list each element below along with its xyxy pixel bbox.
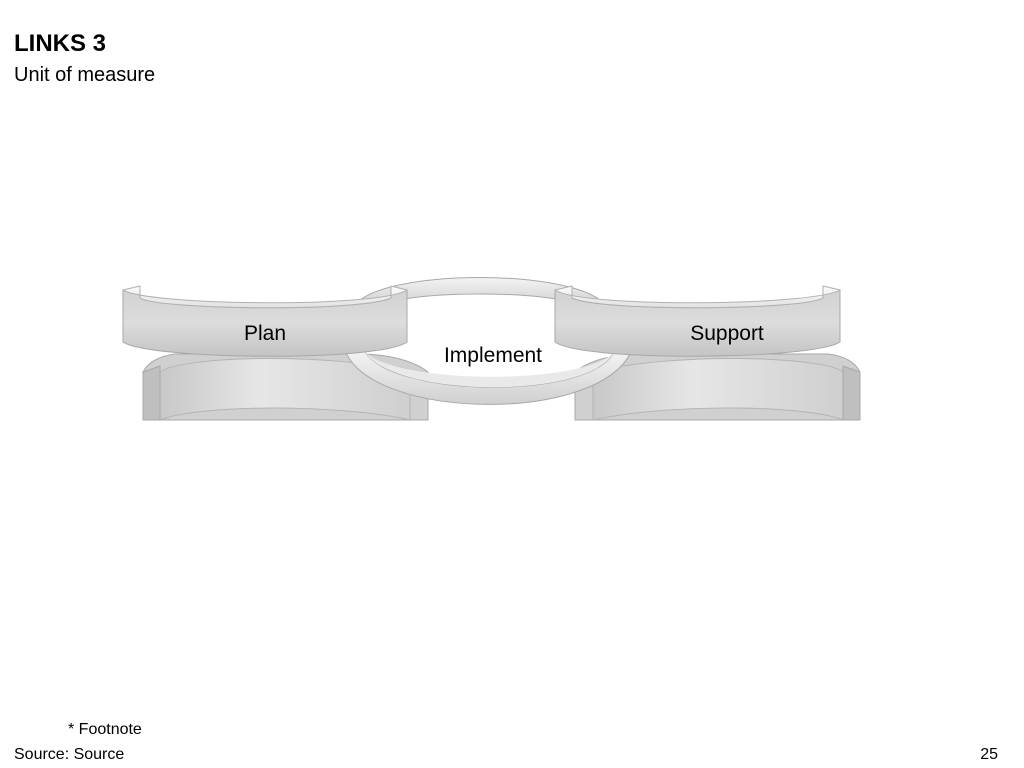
link-label-support: Support	[690, 322, 764, 345]
right-upper-link	[553, 285, 842, 357]
link-label-implement: Implement	[444, 344, 542, 367]
source-note: Source: Source	[14, 746, 125, 763]
page-title: LINKS 3	[14, 30, 107, 57]
right-lower-link	[574, 353, 861, 421]
page-number: 25	[980, 746, 998, 763]
link-label-plan: Plan	[244, 322, 286, 345]
footnote: * Footnote	[68, 721, 142, 738]
left-upper-link	[121, 285, 409, 357]
page-subtitle: Unit of measure	[14, 64, 156, 86]
left-lower-link	[142, 353, 429, 421]
